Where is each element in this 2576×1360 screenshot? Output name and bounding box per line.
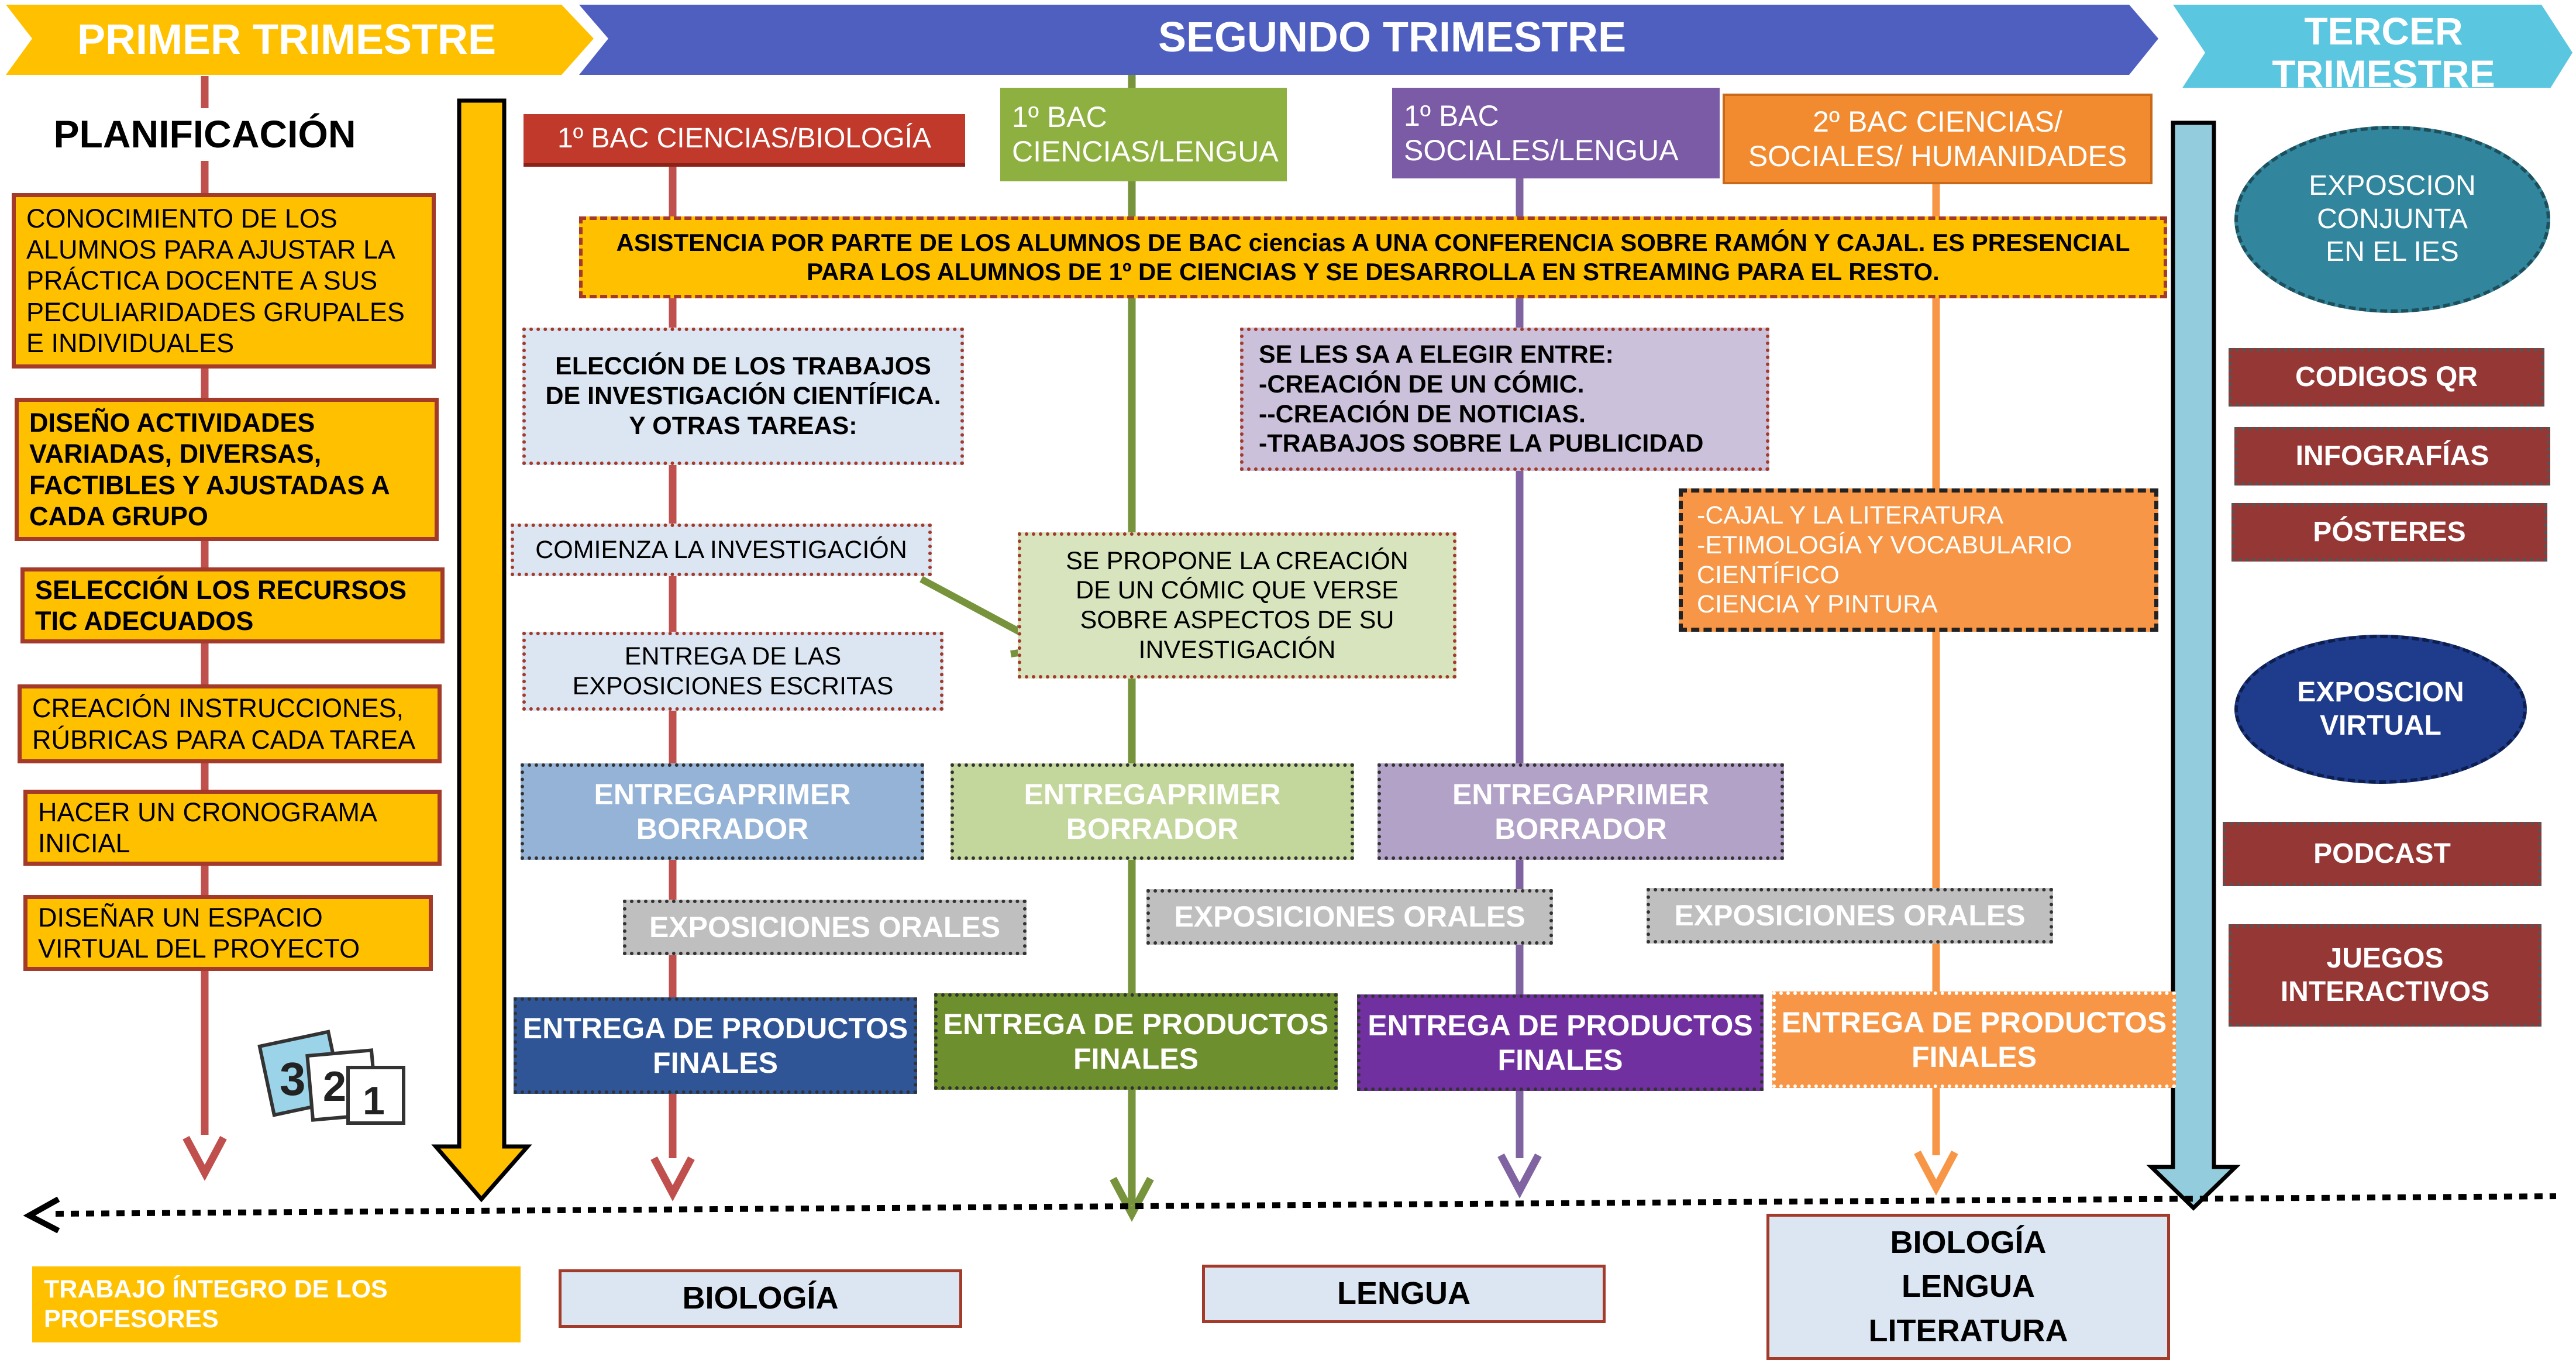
col4-arrowhead	[1914, 1150, 1958, 1196]
calendar-digit-1: 1	[363, 1079, 385, 1123]
bottom-teachers: TRABAJO ÍNTEGRO DE LOS PROFESORES	[32, 1266, 521, 1342]
header-primer-trimestre: PRIMER TRIMESTRE	[77, 16, 497, 63]
infographics-box: INFOGRAFÍAS	[2234, 427, 2550, 486]
final-col2: ENTREGA DE PRODUCTOS FINALES	[934, 993, 1338, 1090]
orals-col1: EXPOSICIONES ORALES	[623, 900, 1027, 955]
timeline-arrowhead	[23, 1196, 60, 1234]
calendar-clipart: 3 2 1	[257, 1030, 405, 1125]
chevron-primer	[6, 5, 594, 75]
planning-item-2: DISEÑO ACTIVIDADES VARIADAS, DIVERSAS, F…	[15, 398, 439, 541]
planning-title: PLANIFICACIÓN	[47, 108, 363, 161]
header-tercer-trimestre: TERCER TRIMESTRE	[2272, 9, 2495, 95]
col3-arrowhead	[1497, 1153, 1542, 1199]
col4-topics: -CAJAL Y LA LITERATURA -ETIMOLOGÍA Y VOC…	[1679, 488, 2158, 632]
col1-choice: ELECCIÓN DE LOS TRABAJOS DE INVESTIGACIÓ…	[522, 328, 964, 465]
planning-line-arrowhead	[182, 1135, 227, 1181]
col2-arrowhead	[1110, 1176, 1154, 1222]
draft-col3: ENTREGAPRIMER BORRADOR	[1377, 763, 1784, 860]
orals-col2: EXPOSICIONES ORALES	[1146, 889, 1553, 945]
conference-banner: ASISTENCIA POR PARTE DE LOS ALUMNOS DE B…	[579, 216, 2167, 298]
draft-col2: ENTREGAPRIMER BORRADOR	[950, 763, 1354, 860]
orals-col4: EXPOSICIONES ORALES	[1647, 888, 2053, 944]
bottom-all-subjects: BIOLOGÍA LENGUA LITERATURA	[1766, 1214, 2170, 1360]
exhibit-ies-ellipse: EXPOSCION CONJUNTA EN EL IES	[2234, 126, 2550, 313]
qr-codes-box: CODIGOS QR	[2229, 348, 2544, 407]
planning-item-4: CREACIÓN INSTRUCCIONES, RÚBRICAS PARA CA…	[18, 684, 442, 763]
col1-arrowhead	[650, 1156, 695, 1201]
draft-col1: ENTREGAPRIMER BORRADOR	[521, 763, 924, 860]
tercer-trimestre-arrow	[2146, 120, 2241, 1211]
col1-start: COMIENZA LA INVESTIGACIÓN	[511, 524, 932, 576]
col2-comic: SE PROPONE LA CREACIÓN DE UN CÓMIC QUE V…	[1018, 532, 1456, 679]
group-header-sociales-lengua: 1º BAC SOCIALES/LENGUA	[1392, 88, 1720, 178]
final-col1: ENTREGA DE PRODUCTOS FINALES	[514, 997, 917, 1094]
final-col4: ENTREGA DE PRODUCTOS FINALES	[1772, 991, 2176, 1088]
calendar-digit-2: 2	[323, 1063, 346, 1110]
virtual-exhibit-ellipse: EXPOSCION VIRTUAL	[2234, 635, 2527, 784]
planning-item-3: SELECCIÓN LOS RECURSOS TIC ADECUADOS	[20, 567, 445, 643]
header-chevrons	[6, 5, 2572, 88]
podcast-box: PODCAST	[2223, 822, 2541, 886]
primer-trimestre-arrow	[431, 98, 532, 1203]
group-header-bio: 1º BAC CIENCIAS/BIOLOGÍA	[524, 114, 965, 167]
games-box: JUEGOS INTERACTIVOS	[2229, 924, 2541, 1027]
final-col3: ENTREGA DE PRODUCTOS FINALES	[1357, 994, 1764, 1091]
planning-item-1: CONOCIMIENTO DE LOS ALUMNOS PARA AJUSTAR…	[12, 193, 436, 369]
header-segundo-trimestre: SEGUNDO TRIMESTRE	[1158, 13, 1627, 61]
col3-choose: SE LES SA A ELEGIR ENTRE: -CREACIÓN DE U…	[1240, 328, 1769, 471]
group-header-2bac: 2º BAC CIENCIAS/ SOCIALES/ HUMANIDADES	[1723, 94, 2153, 184]
chevron-segundo	[579, 5, 2158, 75]
bottom-language: LENGUA	[1202, 1265, 1606, 1323]
col1-delivery: ENTREGA DE LAS EXPOSICIONES ESCRITAS	[522, 632, 943, 711]
timeline-dotted	[55, 1193, 2557, 1217]
bottom-biology: BIOLOGÍA	[559, 1269, 962, 1328]
planning-item-5: HACER UN CRONOGRAMA INICIAL	[23, 790, 442, 866]
group-header-ciencias-lengua: 1º BAC CIENCIAS/LENGUA	[1000, 88, 1287, 181]
calendar-digit-3: 3	[280, 1053, 306, 1105]
posters-box: PÓSTERES	[2231, 503, 2547, 562]
chevron-tercer	[2173, 5, 2572, 88]
planning-item-6: DISEÑAR UN ESPACIO VIRTUAL DEL PROYECTO	[23, 895, 433, 971]
